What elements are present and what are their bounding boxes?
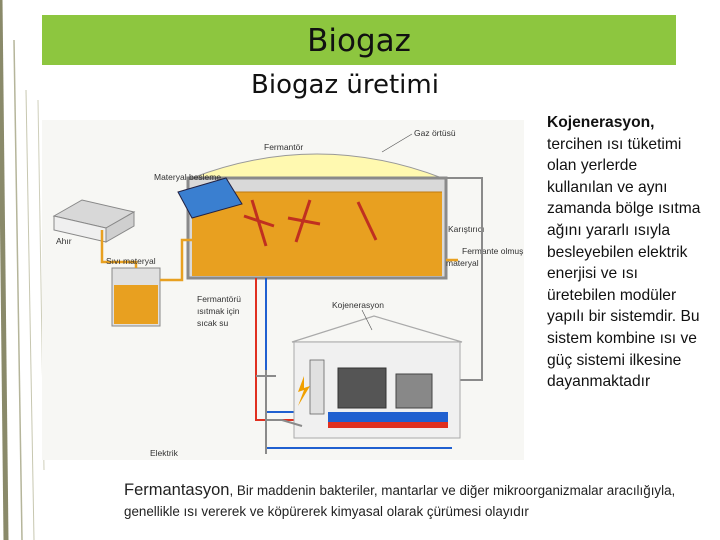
label-feed: Materyal besleme	[154, 172, 221, 182]
electric-pole	[256, 370, 303, 454]
mixer-paddles	[243, 199, 378, 247]
label-fermented-2: materyal	[446, 258, 479, 268]
label-heat-2: ısıtmak için	[197, 306, 240, 316]
label-fermenter: Fermantör	[264, 142, 303, 152]
barn-building	[52, 199, 136, 243]
gas-dome	[191, 153, 443, 179]
label-electric: Elektrik	[150, 448, 179, 458]
cogeneration-engine	[337, 367, 387, 409]
label-heat-3: sıcak su	[197, 318, 228, 328]
fermentation-term: Fermantasyon	[124, 481, 230, 499]
cogeneration-house	[291, 315, 463, 439]
lightning-icon	[298, 376, 310, 406]
slide-title: Biogaz	[307, 23, 411, 59]
gas-pipe	[440, 177, 483, 381]
label-barn: Ahır	[56, 236, 72, 246]
cogeneration-description: Kojenerasyon, tercihen ısı tüketimi olan…	[547, 112, 707, 393]
fermentation-body: , Bir maddenin bakteriler, mantarlar ve …	[124, 483, 676, 519]
fermenter-tank	[186, 153, 448, 280]
label-fermented-1: Fermante olmuş	[462, 246, 523, 256]
cogeneration-body: tercihen ısı tüketimi olan yerlerde kull…	[547, 135, 701, 391]
slide-subtitle: Biogaz üretimi	[251, 70, 439, 100]
title-bar: Biogaz	[42, 15, 676, 65]
fermentation-definition: Fermantasyon, Bir maddenin bakteriler, m…	[124, 480, 704, 522]
label-mixer: Karıştırıcı	[448, 224, 484, 234]
label-gas-cover: Gaz örtüsü	[414, 128, 456, 138]
pre-tank	[111, 267, 161, 327]
cogeneration-term: Kojenerasyon,	[547, 114, 655, 131]
biogas-diagram: Ahır Materyal besleme Fermantör Gaz örtü…	[42, 120, 524, 460]
liquid-material-pipes	[100, 230, 458, 282]
label-heat-1: Fermantörü	[197, 294, 241, 304]
label-cogeneration: Kojenerasyon	[332, 300, 384, 310]
material-feeder	[177, 177, 243, 219]
label-liquid-material: Sıvı materyal	[106, 256, 156, 266]
